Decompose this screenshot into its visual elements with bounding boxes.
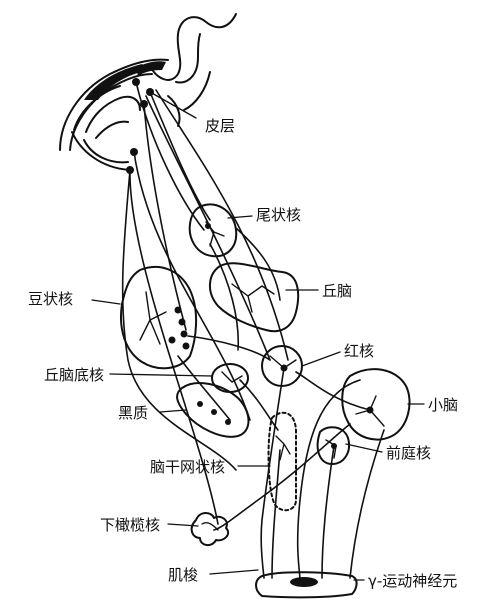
substantia-nigra-shape <box>176 382 250 438</box>
nigra-neurons <box>197 401 231 425</box>
cortex-folds <box>59 13 237 171</box>
cortex-dark-band-2 <box>136 61 166 76</box>
label-spindle: 肌梭 <box>168 566 199 584</box>
projection-fibers <box>121 81 289 525</box>
vestibular-shape <box>316 426 350 465</box>
cerebellum-shape <box>341 368 411 441</box>
olive-shape <box>190 512 230 546</box>
label-substantia-nigra: 黑质 <box>118 404 149 422</box>
spinal-cord-base <box>255 571 358 599</box>
cortex-dark-band <box>84 64 150 100</box>
putamen-neurons <box>168 306 190 350</box>
label-red-nucleus: 红核 <box>344 342 375 360</box>
label-caudate: 尾状核 <box>256 206 302 224</box>
label-vestibular: 前庭核 <box>386 444 432 462</box>
descending-tracts <box>177 227 385 579</box>
label-olive: 下橄榄核 <box>100 516 161 534</box>
spindle-mark <box>290 577 318 587</box>
subthalamic-shape <box>211 363 249 393</box>
label-putamen: 豆状核 <box>28 290 74 308</box>
label-thalamus: 丘脑 <box>322 282 353 300</box>
label-reticular: 脑干网状核 <box>150 458 226 476</box>
label-gamma-motor: γ-运动神经元 <box>368 572 458 590</box>
label-subthalamic: 丘脑底核 <box>44 366 105 384</box>
label-cerebellum: 小脑 <box>428 396 459 414</box>
reticular-shape <box>267 411 297 512</box>
label-cortex: 皮层 <box>205 117 236 135</box>
caudate-shape <box>188 203 238 258</box>
putamen-shape <box>120 265 198 370</box>
label-leaders <box>91 91 425 581</box>
